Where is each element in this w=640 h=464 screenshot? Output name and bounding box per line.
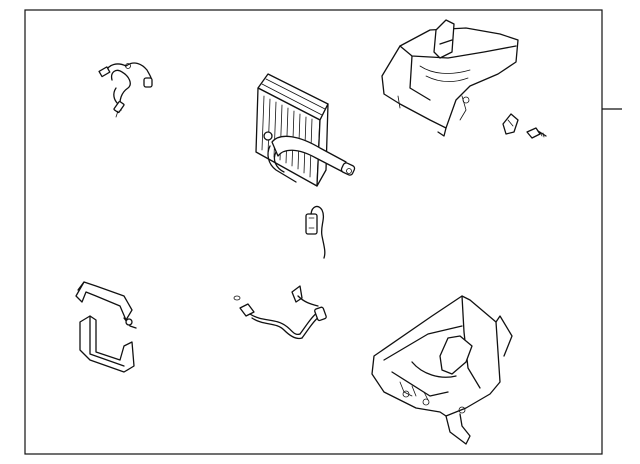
lower-case-icon bbox=[371, 295, 513, 445]
evaporator-core-icon bbox=[255, 73, 356, 187]
wire-harness-icon bbox=[98, 62, 153, 118]
clip-screw-icon bbox=[502, 113, 547, 139]
sensor-icon bbox=[305, 205, 326, 259]
bracket-icon bbox=[75, 281, 137, 373]
tube-icon bbox=[233, 285, 327, 340]
upper-case-icon bbox=[381, 19, 519, 137]
